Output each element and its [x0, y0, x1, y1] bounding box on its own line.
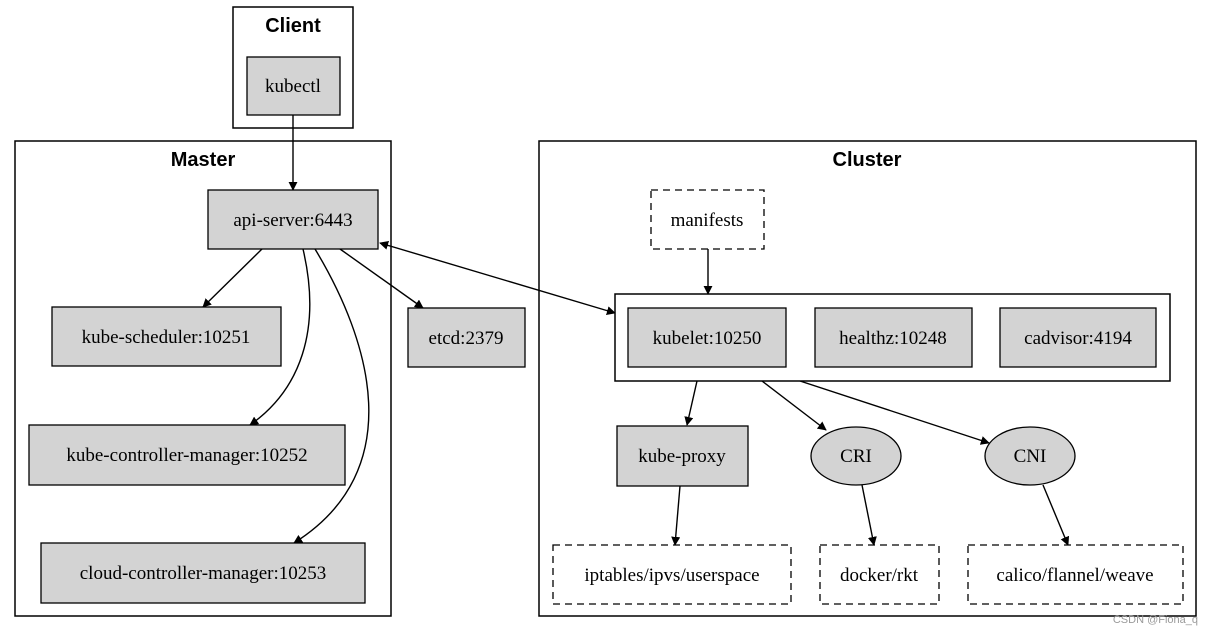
kube-controller-manager-label: kube-controller-manager:10252 [66, 445, 307, 466]
cni-label: CNI [1014, 446, 1047, 467]
edge-api-controller-manager [249, 248, 311, 426]
kube-controller-manager-node: kube-controller-manager:10252 [28, 424, 346, 486]
etcd-label: etcd:2379 [429, 328, 504, 349]
cloud-controller-manager-label: cloud-controller-manager:10253 [80, 563, 327, 584]
healthz-node: healthz:10248 [814, 307, 973, 368]
kube-proxy-label: kube-proxy [638, 446, 726, 467]
edge-kube-proxy-iptables [671, 485, 681, 546]
edge-kubelet-cni [799, 380, 990, 445]
manifests-node: manifests [650, 189, 765, 250]
calico-label: calico/flannel/weave [996, 565, 1153, 586]
cloud-controller-manager-node: cloud-controller-manager:10253 [40, 542, 366, 604]
cri-label: CRI [840, 446, 872, 467]
worker-cluster-title: Cluster [833, 149, 902, 171]
manifests-label: manifests [671, 210, 744, 231]
cadvisor-label: cadvisor:4194 [1024, 328, 1132, 349]
edge-kubelet-kube-proxy [684, 380, 698, 426]
cadvisor-node: cadvisor:4194 [999, 307, 1157, 368]
iptables-node: iptables/ipvs/userspace [552, 544, 792, 605]
client-cluster-title: Client [265, 15, 321, 37]
cni-node: CNI [984, 426, 1076, 486]
edge-kubelet-cri [761, 380, 827, 431]
docker-label: docker/rkt [840, 565, 919, 586]
edge-api-kubelet [379, 240, 616, 316]
kube-scheduler-label: kube-scheduler:10251 [82, 327, 251, 348]
etcd-node: etcd:2379 [407, 307, 526, 368]
edge-cni-calico [1042, 484, 1070, 546]
edge-api-scheduler [202, 248, 263, 308]
kube-scheduler-node: kube-scheduler:10251 [51, 306, 282, 367]
kube-proxy-node: kube-proxy [616, 425, 749, 487]
edge-api-cloud-controller [293, 248, 370, 544]
master-cluster-title: Master [171, 149, 236, 171]
kubectl-label: kubectl [265, 76, 321, 97]
docker-node: docker/rkt [819, 544, 940, 605]
healthz-label: healthz:10248 [839, 328, 947, 349]
edge-cri-docker [861, 484, 877, 546]
watermark: CSDN @Fiona_q [1112, 614, 1198, 626]
cri-node: CRI [810, 426, 902, 486]
calico-node: calico/flannel/weave [967, 544, 1184, 605]
kubelet-node: kubelet:10250 [627, 307, 787, 368]
iptables-label: iptables/ipvs/userspace [584, 565, 759, 586]
api-server-node: api-server:6443 [207, 189, 379, 250]
edges [202, 115, 1070, 546]
kubectl-node: kubectl [246, 56, 341, 116]
api-server-label: api-server:6443 [233, 210, 352, 231]
kubelet-label: kubelet:10250 [653, 328, 762, 349]
